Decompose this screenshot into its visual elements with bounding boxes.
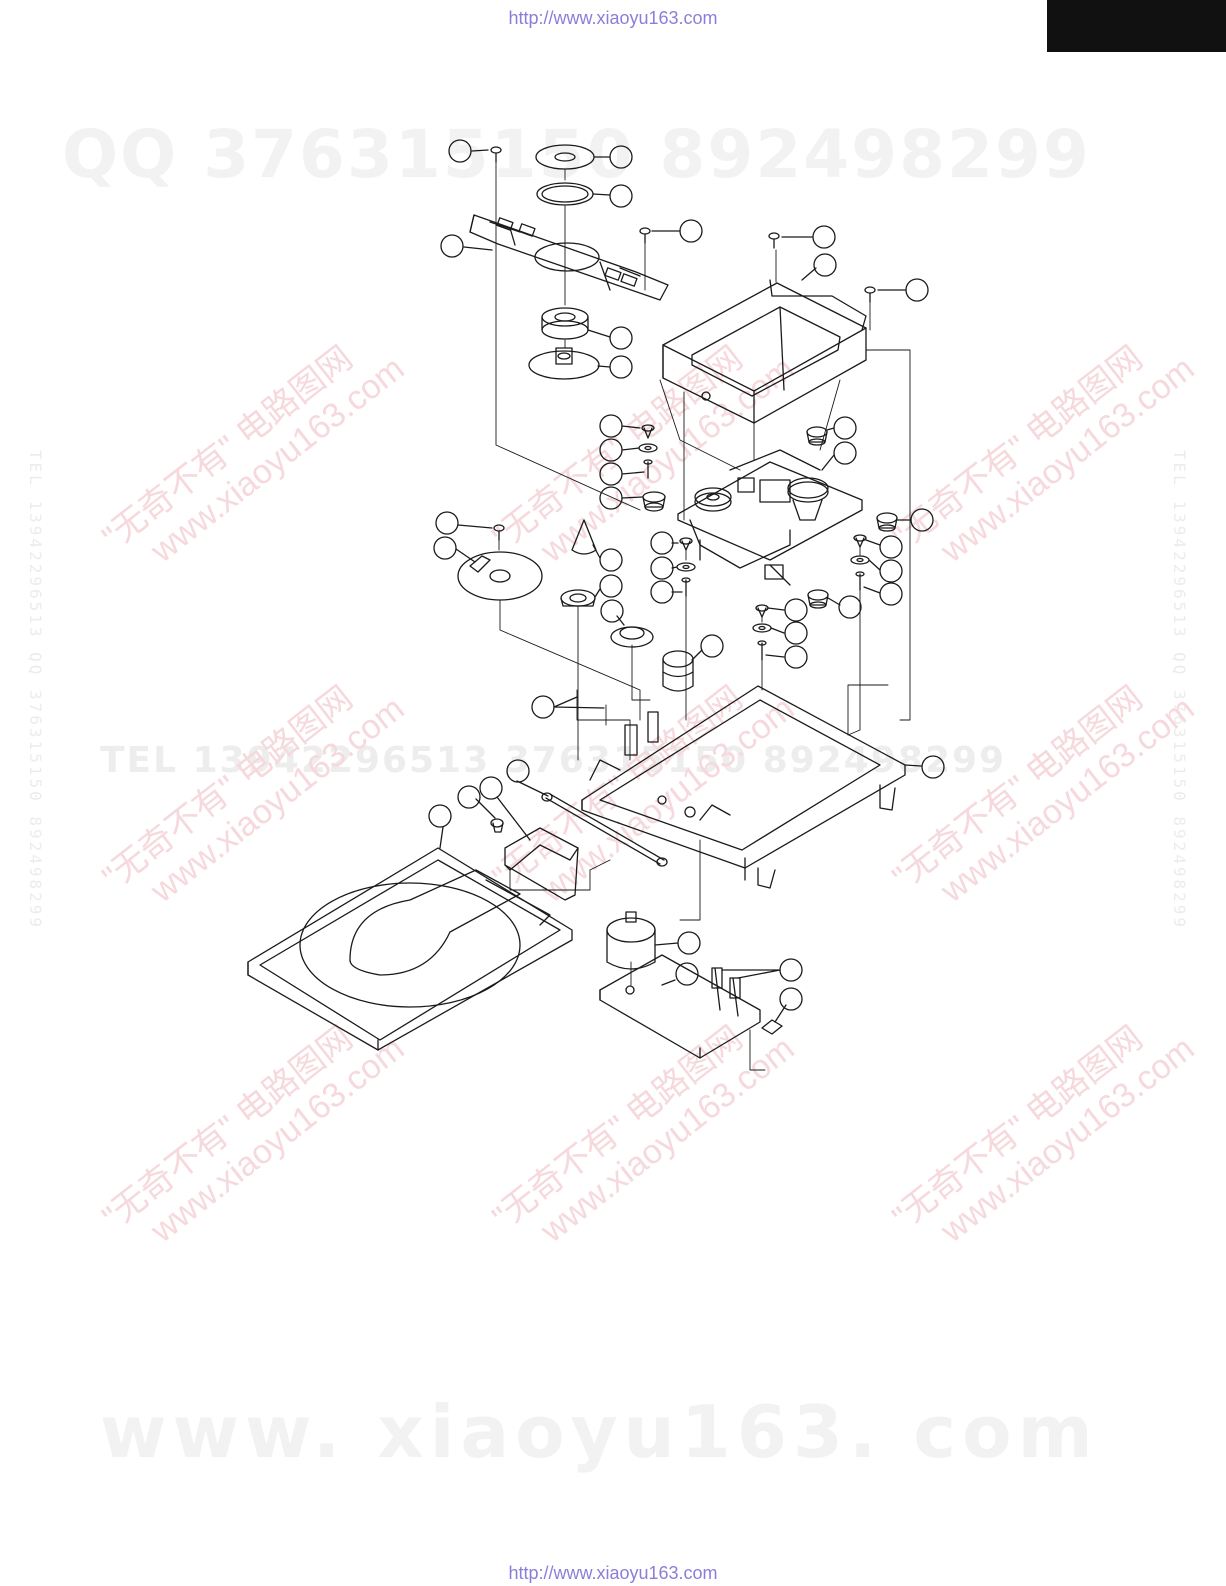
watermark-qq: QQ 376315150 892498299 (62, 116, 1091, 193)
watermark-tel: TEL 13942296513 376315150 892498299 (100, 740, 1007, 781)
disc-tray (248, 847, 572, 1050)
guide-shaft (541, 792, 668, 867)
switch-board (599, 954, 783, 1059)
top-frame (663, 279, 866, 423)
corner-tab (1047, 0, 1226, 52)
clamper-parts (528, 144, 600, 380)
pickup-mechanism (677, 449, 863, 586)
clamper-plate (469, 214, 669, 301)
watermark-side-left: TEL 13942296513 QQ 376315150 892498299 (26, 450, 45, 931)
watermark-side-right: TEL 13942296513 QQ 376315150 892498299 (1170, 450, 1189, 931)
footer-url[interactable]: http://www.xiaoyu163.com (508, 1563, 718, 1583)
main-chassis (581, 685, 906, 889)
watermark-www: www. xiaoyu163. com (100, 1390, 1099, 1474)
header-url[interactable]: http://www.xiaoyu163.com (508, 8, 718, 28)
tray-gear-parts (457, 519, 694, 692)
assembly-lines (495, 161, 911, 1071)
screws-top (490, 146, 876, 541)
dampers (638, 424, 898, 661)
callouts (428, 139, 945, 1023)
motor (606, 911, 656, 970)
cam-lever (490, 818, 579, 901)
